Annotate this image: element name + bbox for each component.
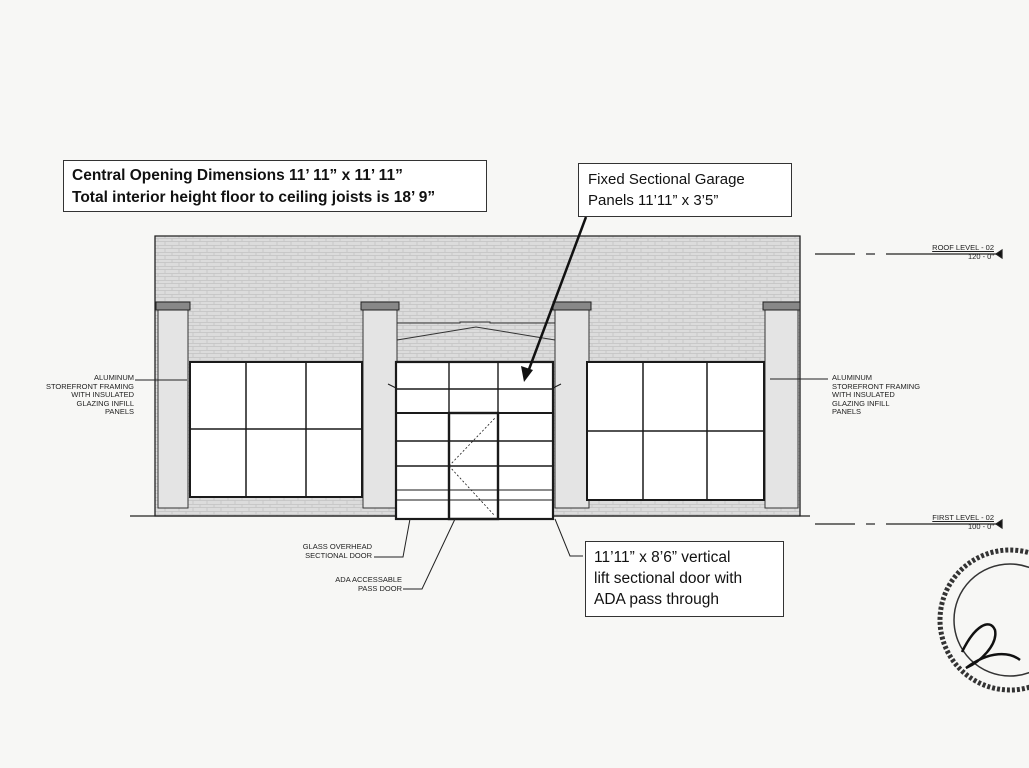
center-parapet — [396, 321, 556, 340]
note-line: GLAZING INFILL — [76, 398, 134, 408]
fixed-panels-callout: Fixed Sectional Garage Panels 11’11” x 3… — [578, 163, 792, 217]
note-line: STOREFRONT FRAMING — [832, 381, 921, 391]
note-line: GLAZING INFILL — [832, 398, 890, 408]
first-level-label: FIRST LEVEL - 02 100 - 0" — [900, 513, 994, 531]
pilaster-caps — [155, 301, 801, 311]
vertical-lift-line2: lift sectional door with — [594, 570, 743, 587]
note-line: STOREFRONT FRAMING — [45, 381, 134, 391]
roof-level-elevation: 120 - 0" — [967, 251, 994, 261]
right-storefront-window — [586, 361, 765, 501]
note-line: SECTIONAL DOOR — [305, 550, 372, 560]
leader-lines — [135, 378, 828, 590]
first-level-elevation: 100 - 0" — [967, 521, 994, 531]
left-framing-note: ALUMINUM STOREFRONT FRAMING WITH INSULAT… — [30, 373, 134, 417]
fixed-panel-arrow — [521, 216, 588, 382]
note-line: ADA ACCESSABLE — [335, 575, 402, 584]
note-line: ALUMINUM — [832, 373, 873, 382]
interior-height-text: Total interior height floor to ceiling j… — [72, 189, 436, 206]
glass-door-leader — [374, 518, 411, 558]
roof-level-label: ROOF LEVEL - 02 120 - 0" — [900, 243, 994, 261]
ada-door-note: ADA ACCESSABLE PASS DOOR — [284, 575, 402, 593]
note-line: PANELS — [832, 407, 862, 416]
left-storefront-window — [189, 361, 363, 498]
note-line: ALUMINUM — [93, 373, 134, 382]
note-line: WITH INSULATED — [832, 390, 895, 399]
vertical-lift-line3: ADA pass through — [594, 591, 719, 608]
vertical-lift-line1: 11’11” x 8’6” vertical — [594, 549, 731, 566]
note-line: PASS DOOR — [357, 583, 402, 593]
note-line: PANELS — [104, 407, 134, 416]
state-seal — [937, 547, 1029, 693]
central-garage-door — [387, 360, 562, 521]
central-opening-text: Central Opening Dimensions 11’ 11” x 11’… — [72, 167, 403, 184]
fixed-panels-line1: Fixed Sectional Garage — [588, 171, 745, 188]
first-level-name: FIRST LEVEL - 02 — [932, 513, 994, 522]
note-line: WITH INSULATED — [71, 390, 134, 399]
note-line: GLASS OVERHEAD — [302, 542, 372, 551]
right-framing-note: ALUMINUM STOREFRONT FRAMING WITH INSULAT… — [832, 373, 921, 417]
glass-door-note: GLASS OVERHEAD SECTIONAL DOOR — [284, 542, 372, 560]
first-level-marker — [994, 518, 1003, 530]
central-opening-callout: Central Opening Dimensions 11’ 11” x 11’… — [63, 160, 487, 212]
fixed-panels-line2: Panels 11’11” x 3’5” — [588, 192, 719, 209]
ada-door-leader — [403, 518, 456, 590]
level-lines — [815, 248, 1003, 530]
roof-level-marker — [994, 248, 1003, 260]
vertical-lift-callout: 11’11” x 8’6” vertical lift sectional do… — [585, 541, 784, 617]
roof-level-name: ROOF LEVEL - 02 — [932, 243, 994, 252]
lift-door-leader — [554, 518, 583, 557]
